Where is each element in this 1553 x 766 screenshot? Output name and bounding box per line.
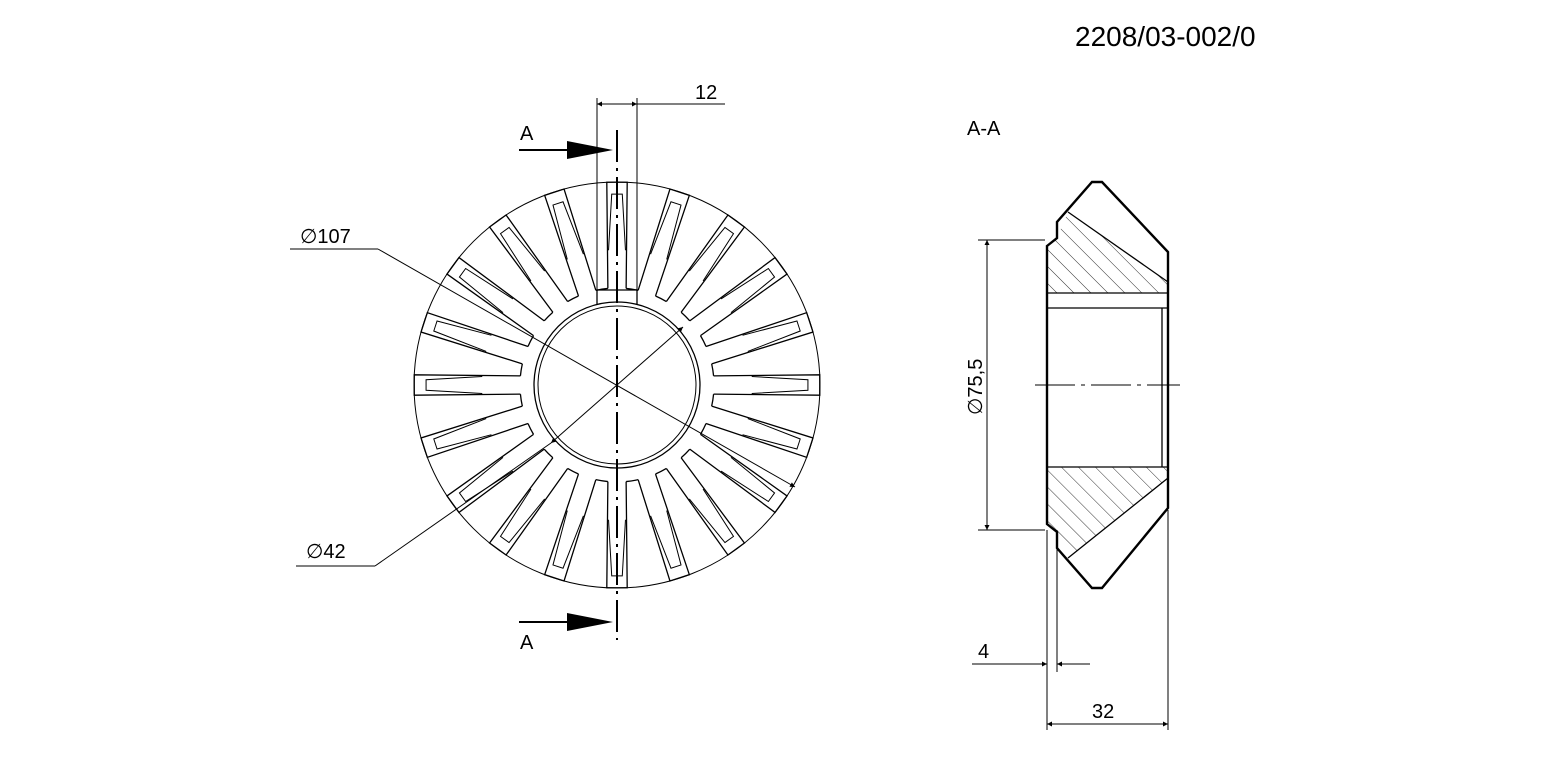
gear-root-arc — [595, 287, 608, 291]
gear-tooth — [705, 405, 814, 459]
gear-tooth — [543, 473, 597, 582]
gear-root-arc — [543, 311, 554, 322]
hatch-lower — [1047, 467, 1168, 558]
gear-tooth-flank — [433, 418, 492, 450]
gear-tooth-flank — [742, 320, 801, 352]
gear-root-arc — [567, 295, 579, 303]
gear-tooth — [689, 433, 788, 514]
gear-root-arc — [527, 335, 535, 347]
section-arrow-top: A — [519, 123, 613, 159]
gear-root-arc — [699, 423, 707, 435]
gear-tooth — [705, 311, 814, 365]
gear-tooth-flank — [552, 201, 584, 260]
hub-diameter-dimension: ∅75,5 — [965, 239, 1045, 531]
svg-text:∅42: ∅42 — [306, 541, 346, 563]
key-width-label: 12 — [695, 82, 717, 104]
gear-root-arc — [680, 311, 691, 322]
gear-tooth-flank — [425, 376, 483, 394]
gear-tooth — [689, 256, 788, 337]
hatch-upper — [1047, 212, 1168, 293]
svg-text:∅75,5: ∅75,5 — [965, 359, 987, 415]
gear-tooth — [665, 457, 746, 556]
gear-root-arc — [519, 394, 523, 407]
total-width-label: 32 — [1092, 701, 1114, 723]
section-title: A-A — [967, 118, 1001, 140]
gear-root-arc — [527, 423, 535, 435]
gear-tooth-flank — [688, 226, 735, 282]
gear-root-arc — [655, 295, 667, 303]
gear-root-arc — [626, 479, 639, 483]
gear-tooth — [413, 374, 521, 396]
gear-tooth — [420, 311, 529, 365]
outer-diameter-label: 107 — [317, 226, 350, 248]
section-mark-bottom: A — [520, 632, 534, 654]
svg-text:∅107: ∅107 — [300, 226, 351, 248]
gear-tooth — [446, 256, 545, 337]
gear-teeth — [413, 181, 821, 589]
drawing-number: 2208/03-002/0 — [1075, 21, 1256, 52]
gear-tooth — [488, 457, 569, 556]
gear-tooth-flank — [720, 456, 776, 503]
gear-tooth — [637, 188, 691, 297]
gear-root-arc — [626, 287, 639, 291]
section-arrow-bottom: A — [519, 613, 613, 654]
hub-step-label: 4 — [978, 641, 989, 663]
bore-diameter-dimension: ∅42 — [296, 326, 684, 567]
gear-root-arc — [680, 448, 691, 459]
gear-root-arc — [711, 363, 715, 376]
key-width-dimension: 12 — [596, 82, 725, 290]
gear-root-arc — [711, 394, 715, 407]
gear-front-view: 12 A A ∅107 ∅42 — [290, 82, 821, 654]
gear-root-arc — [543, 448, 554, 459]
gear-tooth-flank — [688, 488, 735, 544]
diameter-symbol-42: ∅ — [306, 541, 323, 563]
gear-tooth — [606, 481, 628, 589]
gear-root-arc — [655, 467, 667, 475]
bore-diameter-label: 42 — [323, 541, 345, 563]
gear-tooth-flank — [499, 226, 546, 282]
section-mark-top: A — [520, 123, 534, 145]
gear-tooth-flank — [552, 510, 584, 569]
hub-step-dimension: 4 — [972, 530, 1090, 730]
gear-tooth-flank — [742, 418, 801, 450]
total-width-dimension: 32 — [1047, 510, 1169, 730]
gear-tooth — [446, 433, 545, 514]
diameter-symbol-107: ∅ — [300, 226, 317, 248]
gear-tooth-flank — [433, 320, 492, 352]
gear-tooth-flank — [650, 201, 682, 260]
gear-root-arc — [567, 467, 579, 475]
gear-tooth-flank — [650, 510, 682, 569]
gear-tooth-flank — [751, 376, 809, 394]
hub-diameter-label: 75,5 — [965, 359, 987, 398]
gear-tooth — [713, 374, 821, 396]
gear-tooth-flank — [499, 488, 546, 544]
section-view: A-A ∅75,5 4 — [965, 118, 1180, 730]
gear-tooth — [488, 214, 569, 313]
gear-tooth — [637, 473, 691, 582]
diameter-symbol-75: ∅ — [965, 398, 987, 415]
gear-tooth-flank — [720, 267, 776, 314]
gear-tooth — [543, 188, 597, 297]
gear-root-arc — [595, 479, 608, 483]
gear-root-arc — [519, 363, 523, 376]
gear-tooth-flank — [458, 456, 514, 503]
gear-root-arc — [699, 335, 707, 347]
gear-tooth — [420, 405, 529, 459]
gear-tooth-flank — [458, 267, 514, 314]
gear-tooth — [665, 214, 746, 313]
